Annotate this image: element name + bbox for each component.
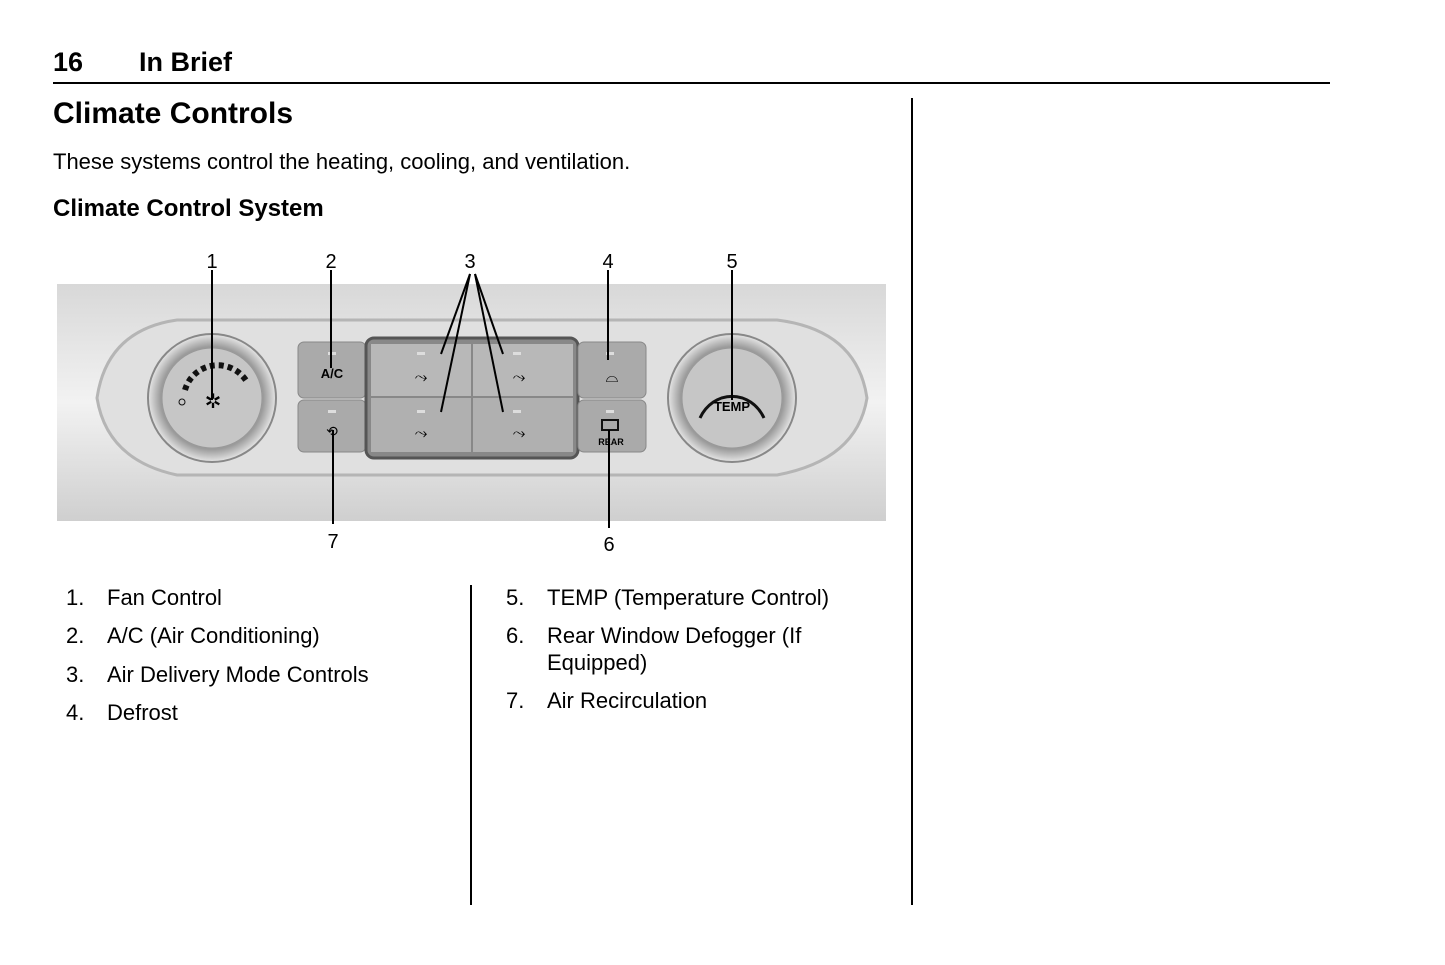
callout-5: 5 — [726, 251, 737, 273]
climate-control-illustration: ✲ A/C ⟲ ⤳ ⤳ ⤳ ⤳ ⌓ REAR — [57, 251, 886, 555]
mode-defog-floor-button[interactable]: ⤳ — [473, 344, 573, 396]
callout-1: 1 — [206, 251, 217, 273]
page-title: Climate Controls — [53, 97, 294, 130]
callout-6: 6 — [603, 534, 614, 555]
svg-text:⤳: ⤳ — [415, 369, 428, 386]
header-rule — [53, 82, 1330, 84]
fan-icon: ✲ — [205, 391, 222, 413]
svg-text:⤳: ⤳ — [513, 369, 526, 386]
subheading: Climate Control System — [53, 195, 324, 222]
mode-bilevel-button[interactable]: ⤳ — [473, 398, 573, 452]
svg-text:TEMP: TEMP — [714, 399, 750, 414]
callout-lines — [211, 270, 733, 528]
callout-4: 4 — [602, 251, 613, 273]
page-number: 16 — [53, 47, 84, 77]
svg-text:A/C: A/C — [321, 366, 344, 381]
callout-7: 7 — [327, 531, 338, 553]
mode-vent-button[interactable]: ⤳ — [371, 344, 471, 396]
rear-defogger-button[interactable]: REAR — [577, 399, 647, 453]
intro-text: These systems control the heating, cooli… — [53, 149, 631, 174]
mode-floor-button[interactable]: ⤳ — [371, 398, 471, 452]
svg-text:REAR: REAR — [598, 437, 624, 447]
svg-text:⤳: ⤳ — [513, 425, 526, 442]
defrost-button[interactable]: ⌓ — [577, 341, 647, 399]
list-divider — [470, 585, 472, 905]
svg-text:⤳: ⤳ — [415, 425, 428, 442]
defrost-icon: ⌓ — [606, 369, 619, 386]
callout-2: 2 — [325, 251, 336, 273]
callout-3: 3 — [464, 251, 475, 273]
section-title: In Brief — [139, 47, 233, 77]
column-divider — [911, 98, 913, 905]
